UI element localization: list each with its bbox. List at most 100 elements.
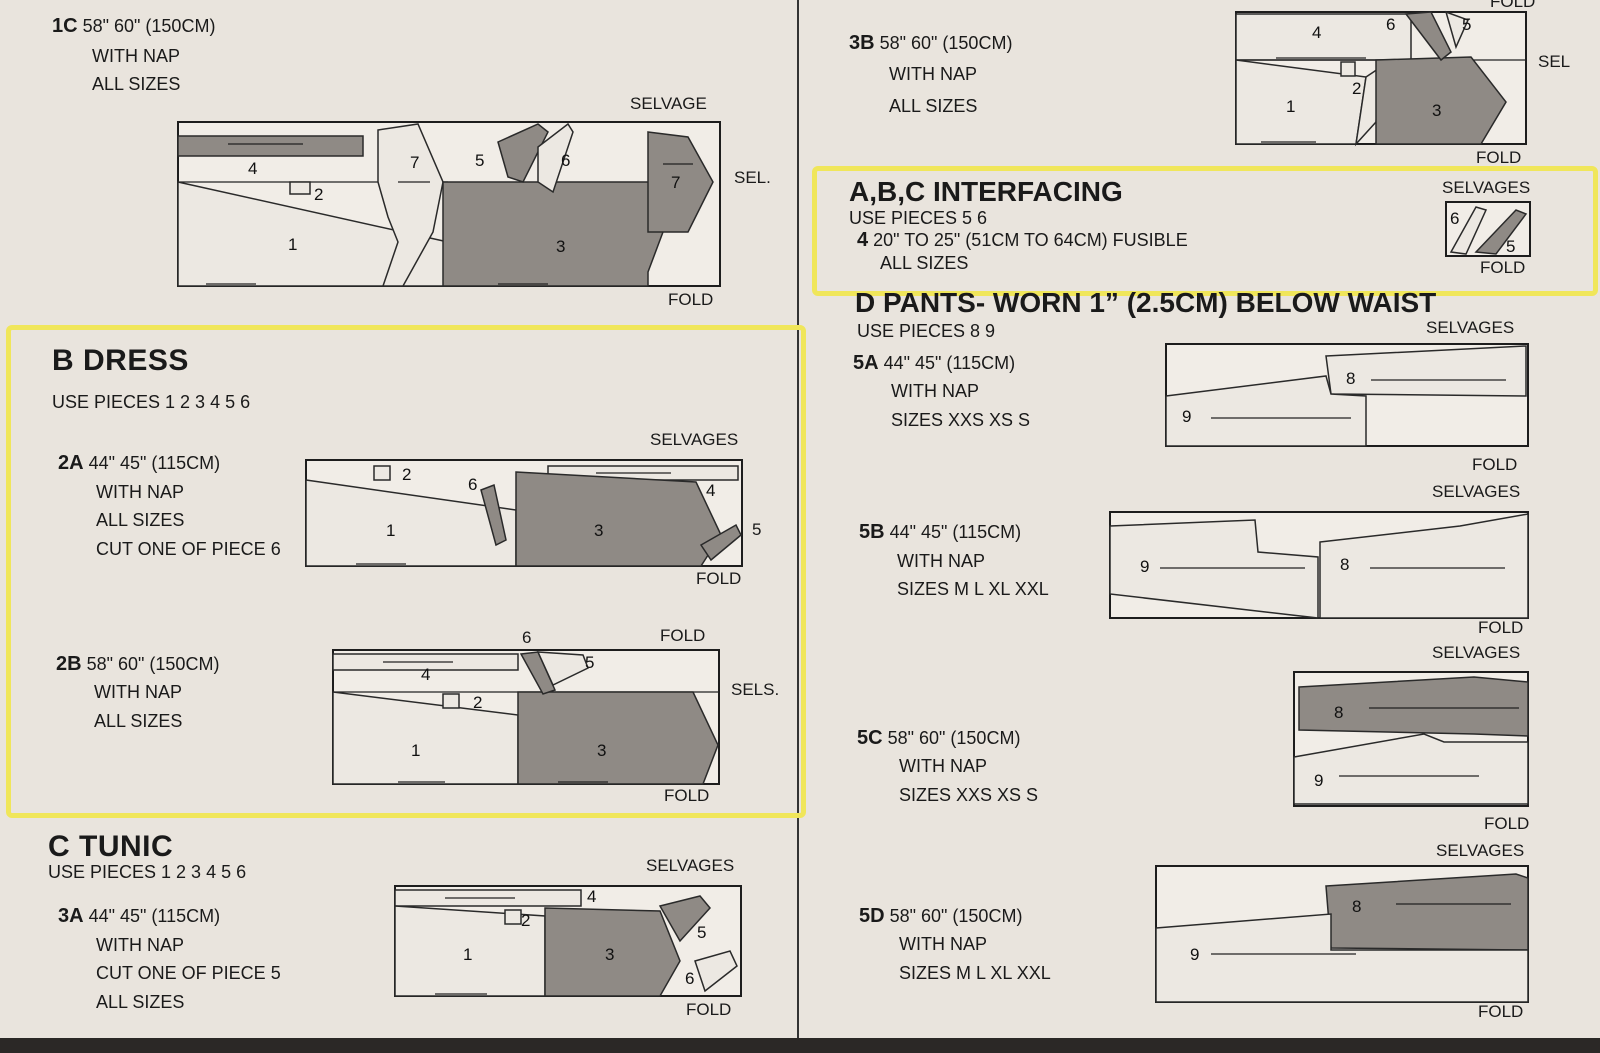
fold-label: FOLD	[660, 626, 706, 645]
selvages-label: SELVAGES	[1436, 841, 1525, 860]
piece-number: 8	[1346, 369, 1355, 388]
piece-number: 9	[1140, 557, 1149, 576]
fold-label: FOLD	[664, 786, 710, 805]
piece-number: 6	[468, 475, 477, 494]
fabric-width: 58" 60" (150CM)	[887, 728, 1021, 748]
layout-3a-header: 3A 44" 45" (115CM)	[58, 906, 220, 926]
piece-number: 5	[1462, 15, 1471, 34]
piece-number: 3	[556, 237, 565, 256]
fold-label: FOLD	[1472, 455, 1518, 474]
fabric-width: 44" 45" (115CM)	[88, 453, 221, 473]
piece-number: 3	[605, 945, 614, 964]
layout-3b-header: 3B 58" 60" (150CM)	[849, 33, 1012, 53]
piece-number: 3	[594, 521, 603, 540]
fold-label: FOLD	[668, 290, 714, 309]
layout-1c-header: 1C 58" 60" (150CM)	[52, 16, 215, 36]
piece-number: 1	[411, 741, 420, 760]
fold-label: FOLD	[1476, 148, 1522, 167]
layout-diagram-5a: 8 9	[1165, 343, 1529, 447]
selvages-label: SELVAGES	[1432, 643, 1521, 662]
layout-4-header: 4 20" TO 25" (51CM TO 64CM) FUSIBLE	[857, 230, 1188, 250]
sel-label: SEL.	[734, 168, 771, 187]
fold-label: FOLD	[1478, 618, 1524, 637]
selvages-label: SELVAGES	[646, 856, 735, 875]
piece-number: 2	[314, 185, 323, 204]
section-title-b-dress: B DRESS	[52, 344, 189, 377]
nap-note: WITH NAP	[897, 551, 985, 571]
layout-id: 1C	[52, 15, 78, 37]
fabric-width: 44" 45" (115CM)	[889, 522, 1022, 542]
selvages-label: SELVAGES	[1426, 318, 1515, 337]
fabric-width: 58" 60" (150CM)	[86, 654, 220, 674]
piece-number: 1	[288, 235, 297, 254]
fold-label: FOLD	[1480, 258, 1526, 277]
layout-id: 5A	[853, 352, 879, 374]
fold-label: FOLD	[686, 1000, 732, 1019]
nap-note: WITH NAP	[96, 935, 184, 955]
fold-label: FOLD	[696, 569, 742, 588]
piece-number: 2	[521, 911, 530, 930]
piece-number: 1	[1286, 97, 1295, 116]
size-note: SIZES M L XL XXL	[899, 963, 1051, 983]
layout-id: 2A	[58, 452, 84, 474]
ghost-text	[700, 40, 704, 56]
nap-note: WITH NAP	[899, 934, 987, 954]
use-pieces: USE PIECES 8 9	[857, 321, 996, 341]
piece-number: 5	[475, 151, 484, 170]
size-note: ALL SIZES	[96, 992, 185, 1012]
page-edge	[0, 1038, 1600, 1053]
layout-diagram-4: 6 5	[1445, 201, 1531, 257]
layout-diagram-5b: 9 8	[1109, 511, 1529, 619]
piece-number: 7	[410, 153, 419, 172]
layout-2b-header: 2B 58" 60" (150CM)	[56, 654, 219, 674]
use-pieces: USE PIECES 5 6	[849, 208, 988, 228]
fabric-width: 58" 60" (150CM)	[82, 16, 216, 36]
size-note: SIZES M L XL XXL	[897, 579, 1049, 599]
layout-diagram-1c: 4 2 1 7 5 6 7 3	[177, 121, 721, 287]
layout-diagram-2a: 2 4 6 1 3	[305, 459, 743, 567]
use-pieces: USE PIECES 1 2 3 4 5 6	[52, 392, 251, 412]
layout-diagram-3b: 4 6 5 2 1 3	[1235, 10, 1527, 147]
fabric-width: 58" 60" (150CM)	[889, 906, 1023, 926]
nap-note: WITH NAP	[94, 682, 182, 702]
layout-id: 5D	[859, 905, 885, 927]
highlight-b-dress	[6, 325, 806, 818]
piece-number: 4	[706, 481, 715, 500]
layout-2a-header: 2A 44" 45" (115CM)	[58, 453, 220, 473]
piece-number: 1	[463, 945, 472, 964]
layout-id: 2B	[56, 653, 82, 675]
piece-number: 6	[1386, 15, 1395, 34]
sel-label: SEL	[1538, 52, 1571, 71]
nap-note: WITH NAP	[891, 381, 979, 401]
layout-diagram-3a: 4 2 1 3 5 6	[394, 885, 742, 997]
size-note: ALL SIZES	[92, 74, 181, 94]
section-title-d-pants: D PANTS- WORN 1” (2.5CM) BELOW WAIST	[855, 287, 1437, 318]
layout-id: 5B	[859, 521, 885, 543]
layout-5d-header: 5D 58" 60" (150CM)	[859, 906, 1022, 926]
size-note: SIZES XXS XS S	[891, 410, 1031, 430]
piece-label: 6	[522, 628, 532, 647]
piece-number: 4	[1312, 23, 1321, 42]
layout-5c-header: 5C 58" 60" (150CM)	[857, 728, 1020, 748]
piece-number: 7	[671, 173, 680, 192]
fabric-width: 44" 45" (115CM)	[88, 906, 221, 926]
layout-id: 4	[857, 229, 869, 251]
piece-number: 6	[685, 969, 694, 988]
nap-note: WITH NAP	[96, 482, 184, 502]
piece-number: 9	[1314, 771, 1323, 790]
center-divider	[797, 0, 799, 1040]
fold-label: FOLD	[1478, 1002, 1524, 1021]
use-pieces: USE PIECES 1 2 3 4 5 6	[48, 862, 247, 882]
piece-number: 6	[561, 151, 570, 170]
nap-note: WITH NAP	[899, 756, 987, 776]
layout-id: 5C	[857, 727, 883, 749]
selvage-label: SELVAGE	[630, 94, 707, 113]
selvages-label: SELVAGES	[650, 430, 739, 449]
piece-number: 9	[1182, 407, 1191, 426]
piece-number: 1	[386, 521, 395, 540]
fold-label: FOLD	[1490, 0, 1536, 11]
piece-number: 4	[587, 887, 596, 906]
size-note: ALL SIZES	[889, 96, 978, 116]
piece-number: 3	[1432, 101, 1441, 120]
